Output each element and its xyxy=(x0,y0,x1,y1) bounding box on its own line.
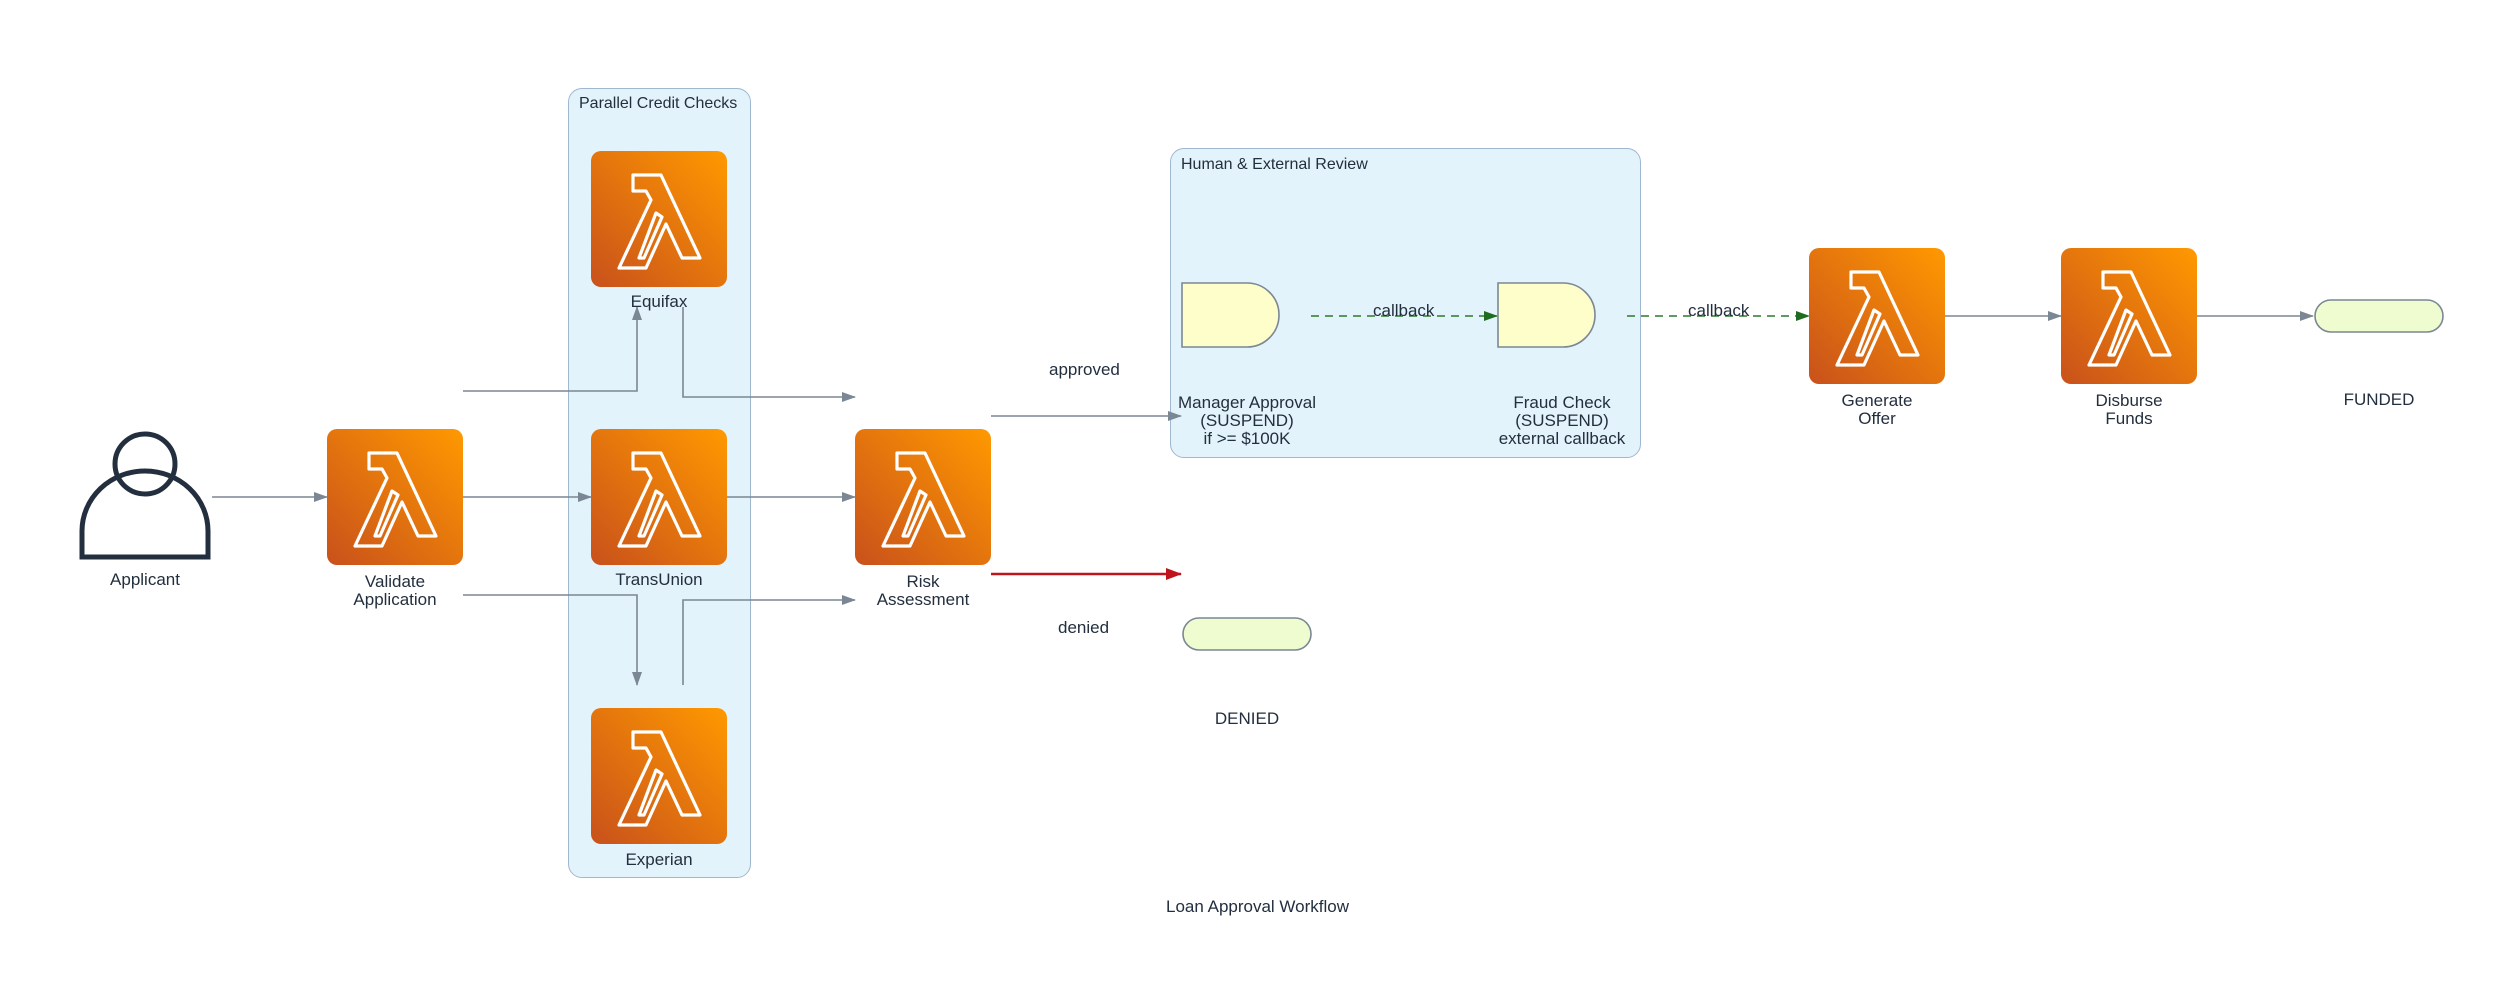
lambda-icon xyxy=(591,151,727,287)
node-label-equifax: Equifax xyxy=(630,292,688,311)
node-label-manager: Manager Approval (SUSPEND) if >= $100K xyxy=(1178,393,1316,448)
node-label-funded: FUNDED xyxy=(2343,390,2415,409)
node-label-experian: Experian xyxy=(625,850,693,869)
delay-shape xyxy=(1497,282,1596,348)
node-label-fraud: Fraud Check (SUSPEND) external callback xyxy=(1498,393,1626,448)
node-label-disburse: Disburse Funds xyxy=(2095,391,2163,428)
diagram-title: Loan Approval Workflow xyxy=(1166,897,1350,916)
node-label-validate: Validate Application xyxy=(353,572,437,609)
edge-label-approved: approved xyxy=(1049,360,1120,379)
edge-validate-equifax xyxy=(463,306,642,392)
cluster-label: Parallel Credit Checks xyxy=(579,95,738,112)
node-label-offer: Generate Offer xyxy=(1841,391,1913,428)
node-label-risk: Risk Assessment xyxy=(876,572,970,609)
lambda-icon xyxy=(327,429,463,565)
edge-label-denied: denied xyxy=(1058,618,1110,637)
lambda-icon xyxy=(591,708,727,844)
edge-equifax-risk xyxy=(682,307,856,402)
edge-validate-experian xyxy=(463,594,642,686)
node-label-transunion: TransUnion xyxy=(615,570,703,589)
delay-shape xyxy=(1181,282,1280,348)
terminator-shape xyxy=(1182,617,1312,651)
lambda-icon xyxy=(855,429,991,565)
lambda-icon xyxy=(591,429,727,565)
edge-experian-risk xyxy=(682,595,856,685)
lambda-icon xyxy=(1809,248,1945,384)
lambda-icon xyxy=(2061,248,2197,384)
node-label-applicant: Applicant xyxy=(110,570,180,589)
user-icon xyxy=(79,431,211,560)
terminator-shape xyxy=(2314,299,2444,333)
edge-label-callback: callback xyxy=(1688,301,1750,320)
cluster-label: Human & External Review xyxy=(1181,156,1368,173)
node-label-denied: DENIED xyxy=(1214,709,1280,728)
edge-label-callback: callback xyxy=(1373,301,1435,320)
